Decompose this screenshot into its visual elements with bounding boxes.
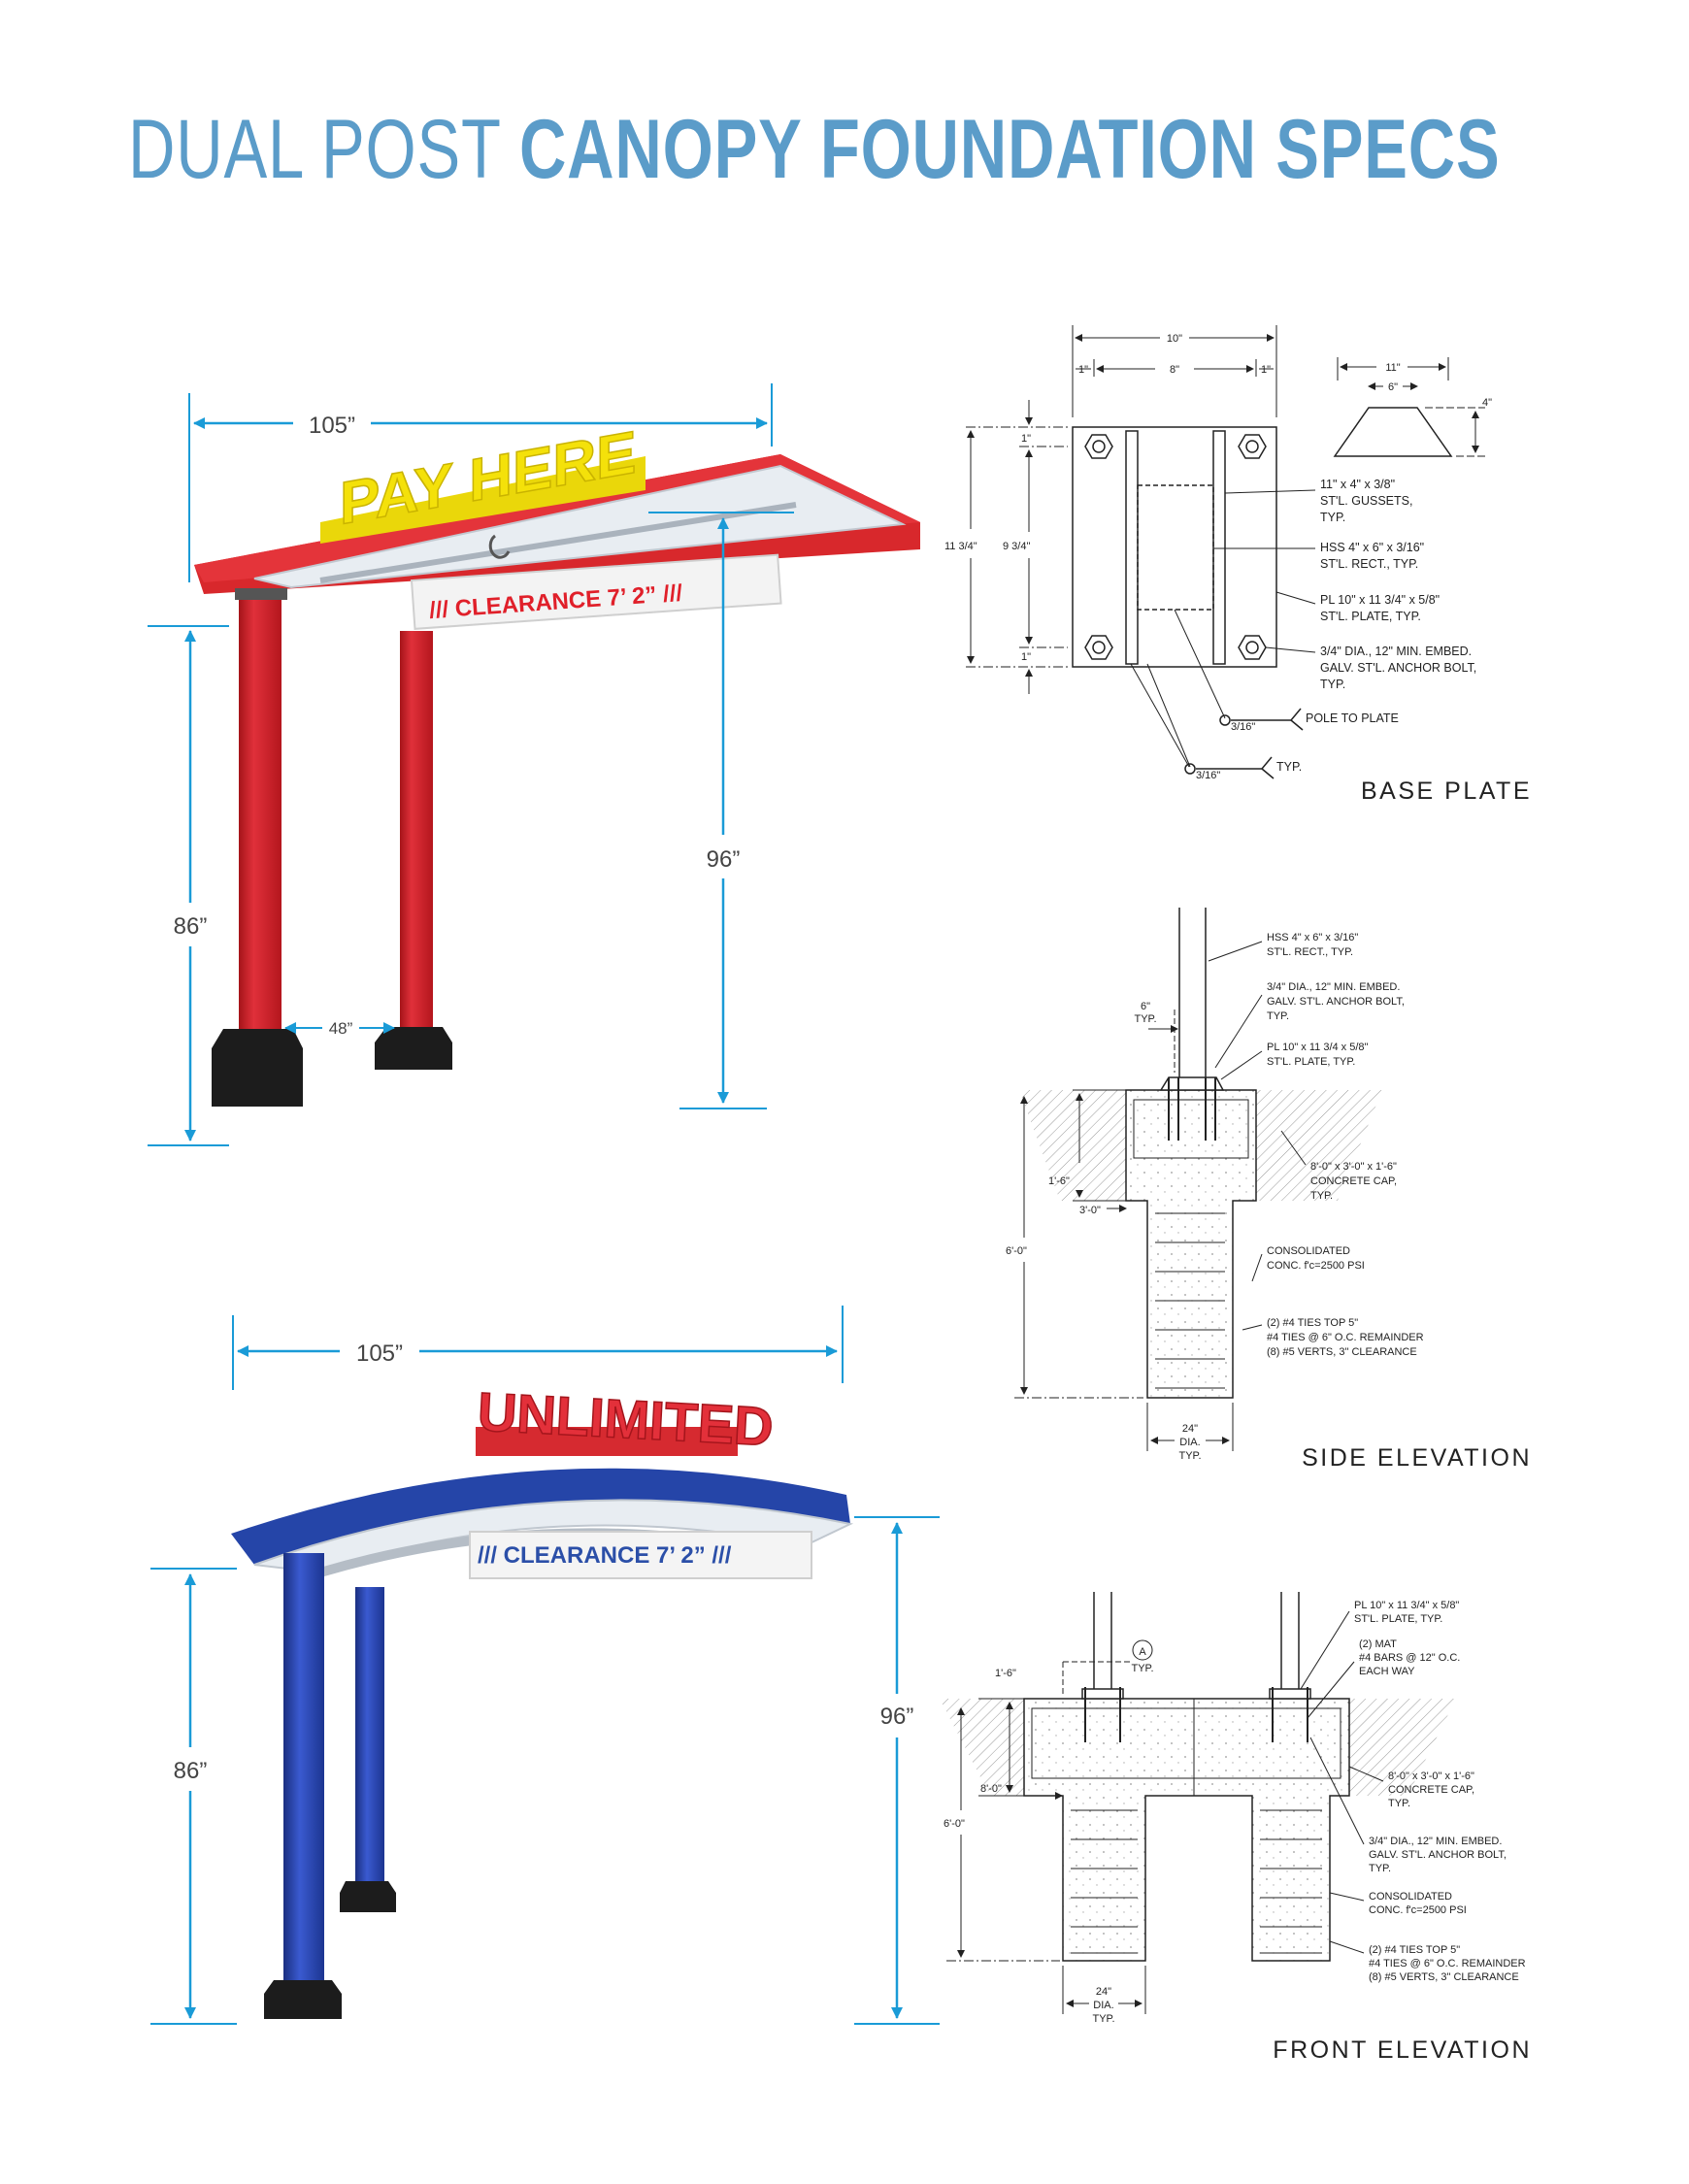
bp-dim-edge1: 1" (1078, 364, 1088, 376)
se-note-cap: 8'-0" x 3'-0" x 1'-6"CONCRETE CAP,TYP. (1310, 1161, 1397, 1202)
bp-note-hss: HSS 4" x 6" x 3/16"ST'L. RECT., TYP. (1320, 541, 1424, 571)
fe-note-ties: (2) #4 TIES TOP 5"#4 TIES @ 6" O.C. REMA… (1369, 1944, 1526, 1983)
fe-cap-width: 8'-0" (980, 1783, 1002, 1795)
fe-shaft-dia-sub2: TYP. (1092, 2013, 1114, 2025)
bp-note-anchor-bolt: 3/4" DIA., 12" MIN. EMBED.GALV. ST'L. AN… (1320, 645, 1476, 691)
fe-note-anchor-bolt: 3/4" DIA., 12" MIN. EMBED.GALV. ST'L. AN… (1369, 1836, 1507, 1874)
red-total-height-label: 96” (707, 846, 741, 873)
fe-cap-depth: 1'-6" (995, 1668, 1016, 1679)
bp-dim-bottom-edge: 1" (1021, 651, 1031, 663)
red-post-spacing-label: 48” (329, 1019, 353, 1038)
title-bold: CANOPY FOUNDATION SPECS (518, 103, 1501, 196)
blue-canopy-roof (231, 1468, 850, 1565)
bp-dim-top-edge: 1" (1021, 433, 1031, 445)
blue-post-rear (355, 1587, 384, 1888)
base-plate-labels: 10" 1" 8" 1" 11 3/4" 9 3/4" 1" 1" 11" 6"… (944, 333, 1532, 805)
bp-weld2-label: TYP. (1276, 760, 1302, 774)
fe-note-plate: PL 10" x 11 3/4" x 5/8"ST'L. PLATE, TYP. (1354, 1600, 1459, 1625)
se-total-depth: 6'-0" (1006, 1245, 1027, 1257)
fe-detail-tag: A (1139, 1646, 1146, 1658)
fe-shaft-dia: 24" (1096, 1986, 1111, 1998)
red-post-front-footing (212, 1029, 303, 1107)
base-plate-drawing (966, 325, 1485, 779)
blue-post-front-footing (264, 1980, 342, 2019)
red-width-label: 105” (309, 413, 355, 439)
se-cap-depth: 1'-6" (1048, 1175, 1070, 1187)
se-shaft-dia-sub2: TYP. (1178, 1450, 1201, 1462)
red-canopy-illustration: PAY HERE /// CLEARANCE 7’ 2” /// (194, 417, 920, 1107)
side-elevation-drawing (1014, 908, 1382, 1451)
red-post-height-label: 86” (174, 913, 208, 940)
side-elevation-caption: SIDE ELEVATION (1302, 1444, 1532, 1472)
title-light: DUAL POST (128, 103, 501, 196)
se-post-offset-sub: TYP. (1134, 1013, 1156, 1025)
bp-dim-overall: 10" (1167, 333, 1182, 345)
fe-total-depth: 6'-0" (944, 1818, 965, 1830)
base-plate-caption: BASE PLATE (1361, 778, 1532, 805)
front-elevation-drawing (940, 1592, 1456, 2014)
side-foundation-outline (1125, 1089, 1257, 1399)
unlimited-sign-base (476, 1427, 738, 1456)
pay-here-sign-base (320, 456, 646, 544)
se-post-offset: 6" (1141, 1001, 1150, 1012)
bp-weld2: 3/16" (1196, 770, 1220, 781)
fe-shaft-dia-sub1: DIA. (1093, 2000, 1113, 2011)
se-note-plate: PL 10" x 11 3/4 x 5/8"ST'L. PLATE, TYP. (1267, 1042, 1369, 1068)
fe-note-mat: (2) MAT#4 BARS @ 12" O.C.EACH WAY (1359, 1638, 1460, 1677)
page-title: DUAL POST CANOPY FOUNDATION SPECS (128, 102, 1501, 198)
bp-weld1-label: POLE TO PLATE (1306, 711, 1399, 725)
red-post-rear-footing (375, 1027, 452, 1070)
blue-width-label: 105” (356, 1340, 403, 1367)
blue-post-rear-footing (340, 1881, 396, 1912)
fe-note-cap: 8'-0" x 3'-0" x 1'-6"CONCRETE CAP,TYP. (1388, 1770, 1474, 1809)
se-note-anchor-bolt: 3/4" DIA., 12" MIN. EMBED.GALV. ST'L. AN… (1267, 981, 1405, 1022)
red-canopy-dimensions: 105” 86” 96” 48” (148, 383, 794, 1146)
front-foundation-outline (1023, 1698, 1350, 1962)
blue-post-height-label: 86” (174, 1758, 208, 1784)
red-post-front (239, 594, 282, 1031)
unlimited-sign: UNLIMITED (477, 1380, 776, 1457)
blue-canopy-illustration: UNLIMITED /// CLEARANCE 7’ 2” /// (231, 1380, 854, 2019)
bp-dim-inner: 8" (1170, 364, 1179, 376)
bp-gusset-height: 4" (1482, 397, 1492, 409)
se-cap-width: 3'-0" (1079, 1205, 1101, 1216)
blue-post-front (283, 1553, 324, 1990)
side-elevation-labels: 6" TYP. 1'-6" 3'-0" 6'-0" 24" DIA. TYP. … (1006, 932, 1532, 1472)
base-plate-outline (1072, 426, 1277, 668)
se-note-ties: (2) #4 TIES TOP 5"#4 TIES @ 6" O.C. REMA… (1267, 1317, 1424, 1358)
blue-total-height-label: 96” (880, 1704, 914, 1730)
anchor-bolts (1084, 434, 1267, 660)
se-note-hss: HSS 4" x 6" x 3/16"ST'L. RECT., TYP. (1267, 932, 1358, 958)
blue-canopy-dimensions: 105” 86” 96” (150, 1306, 940, 2025)
blue-clearance-sign-board (469, 1531, 812, 1579)
bp-gusset-top: 6" (1388, 381, 1398, 393)
bp-dim-height-inner: 9 3/4" (1003, 541, 1030, 552)
fe-detail-sub: TYP. (1131, 1663, 1153, 1674)
front-elevation-caption: FRONT ELEVATION (1273, 2036, 1532, 2064)
front-elevation-labels: A TYP. 1'-6" 8'-0" 6'-0" 24" DIA. TYP. P… (944, 1600, 1532, 2064)
se-shaft-dia: 24" (1182, 1423, 1198, 1435)
se-shaft-dia-sub1: DIA. (1179, 1437, 1200, 1448)
bp-dim-height-outer: 11 3/4" (944, 541, 977, 552)
red-post-rear (400, 631, 433, 1027)
bp-note-gussets: 11" x 4" x 3/8"ST'L. GUSSETS,TYP. (1320, 478, 1412, 524)
blue-clearance-sign: /// CLEARANCE 7’ 2” /// (478, 1542, 732, 1569)
bp-gusset-width: 11" (1385, 362, 1400, 374)
red-clearance-sign-board (410, 553, 782, 630)
bp-dim-edge2: 1" (1261, 364, 1271, 376)
bp-weld1: 3/16" (1231, 721, 1255, 733)
bp-note-plate: PL 10" x 11 3/4" x 5/8"ST'L. PLATE, TYP. (1320, 593, 1440, 623)
